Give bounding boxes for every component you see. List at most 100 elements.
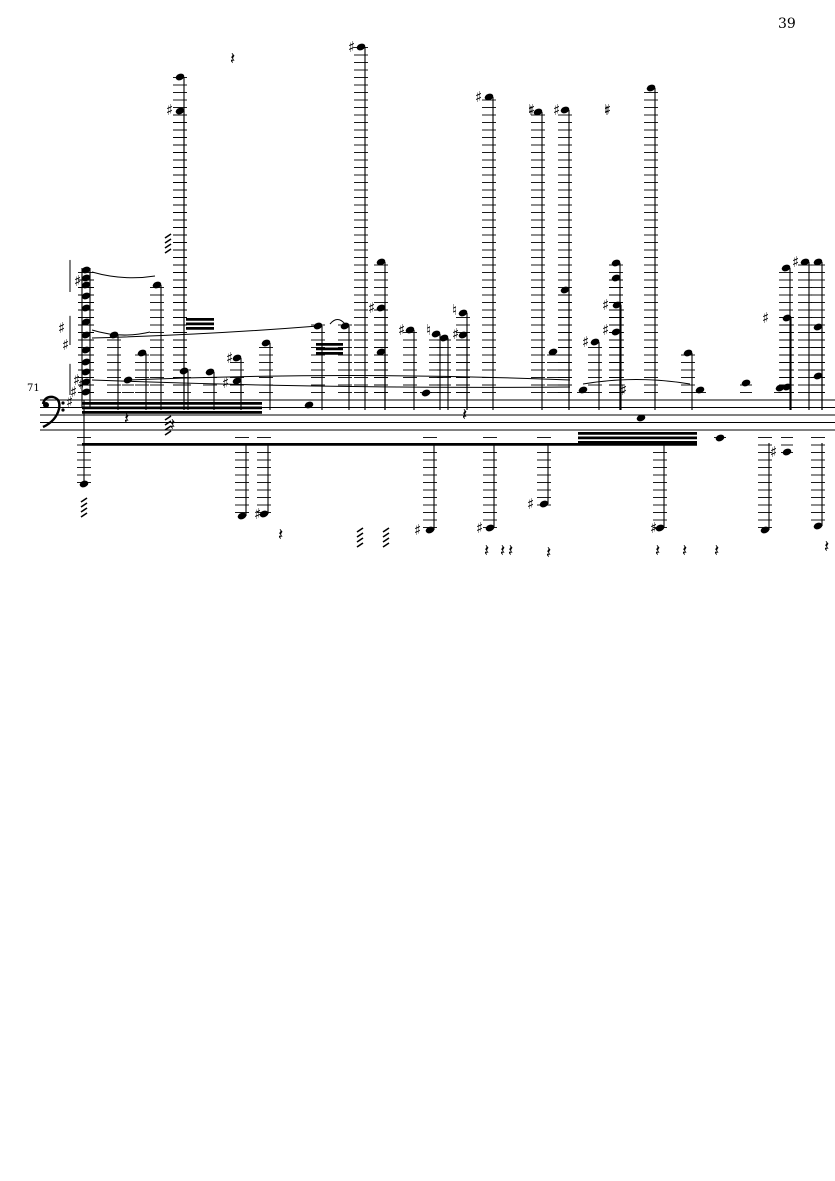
clef-curve bbox=[41, 395, 61, 429]
sharp-sign: ♯ bbox=[475, 88, 482, 106]
tremolo-stroke bbox=[356, 537, 364, 543]
beam bbox=[82, 402, 262, 405]
notehead bbox=[782, 448, 792, 456]
sharp-sign: ♯ bbox=[602, 296, 609, 314]
notehead bbox=[695, 386, 705, 394]
ties-and-slurs bbox=[69, 260, 691, 395]
quarter-rest: 𝄽 bbox=[682, 541, 687, 561]
notehead bbox=[560, 286, 570, 294]
tremolo-stroke bbox=[356, 542, 364, 548]
notehead bbox=[484, 93, 494, 101]
tremolo-stroke bbox=[164, 415, 172, 421]
notehead bbox=[232, 354, 242, 362]
tie bbox=[582, 379, 691, 385]
tremolo-stroke bbox=[164, 248, 172, 254]
notehead bbox=[781, 264, 791, 272]
notehead bbox=[782, 314, 792, 322]
clef-dot bbox=[61, 401, 65, 405]
notehead bbox=[81, 331, 91, 339]
sharp-sign: ♯ bbox=[226, 349, 233, 367]
sharp-sign: ♯ bbox=[73, 371, 80, 389]
notehead bbox=[611, 328, 621, 336]
sharp-sign: ♯ bbox=[604, 101, 611, 119]
tie bbox=[91, 271, 156, 279]
notehead bbox=[81, 388, 91, 396]
notehead bbox=[304, 401, 314, 409]
sharp-sign: ♯ bbox=[553, 101, 560, 119]
tremolo-stroke bbox=[356, 532, 364, 538]
quarter-rest: 𝄽 bbox=[500, 541, 505, 561]
sharp-sign: ♯ bbox=[770, 443, 777, 461]
notehead bbox=[356, 43, 366, 51]
notehead bbox=[458, 331, 468, 339]
notehead bbox=[425, 526, 435, 534]
notehead bbox=[237, 512, 247, 520]
sharp-sign: ♯ bbox=[58, 319, 65, 337]
notehead bbox=[179, 367, 189, 375]
quarter-rest: 𝄽 bbox=[230, 49, 235, 69]
sharp-sign: ♯ bbox=[74, 272, 81, 290]
notehead bbox=[533, 108, 543, 116]
sharp-sign: ♯ bbox=[222, 374, 229, 392]
measure-number: 71 bbox=[27, 383, 40, 394]
accidentals: ♯♯♯♯♯♯♯♯♯♯♯♯♯♯♯♯♯♯♯♯♯♯♯♯♯♯♯♯♯♯♮♮♮♮ bbox=[58, 38, 799, 539]
tremolo-stroke bbox=[164, 420, 172, 426]
notehead bbox=[560, 106, 570, 114]
notehead bbox=[79, 480, 89, 488]
tremolo-stroke bbox=[164, 430, 172, 436]
notehead bbox=[405, 326, 415, 334]
rests: 𝄽𝄽𝄽𝄽𝄽𝄽𝄽𝄽𝄽𝄽𝄽𝄽𝄽 bbox=[124, 49, 829, 563]
notehead bbox=[715, 434, 725, 442]
sharp-sign: ♯ bbox=[78, 375, 85, 393]
notehead bbox=[205, 368, 215, 376]
beams bbox=[82, 318, 697, 446]
quarter-rest: 𝄽 bbox=[484, 541, 489, 561]
stems bbox=[80, 47, 823, 548]
quarter-rest: 𝄽 bbox=[170, 415, 175, 435]
tremolo-stroke bbox=[80, 497, 88, 503]
sharp-sign: ♯ bbox=[348, 38, 355, 56]
page-number: 39 bbox=[778, 16, 796, 32]
sharp-sign: ♯ bbox=[452, 325, 459, 343]
notehead bbox=[376, 348, 386, 356]
tremolo-stroke bbox=[382, 542, 390, 548]
notehead bbox=[775, 384, 785, 392]
sharp-sign: ♯ bbox=[414, 521, 421, 539]
tremolo-stroke bbox=[382, 527, 390, 533]
quarter-rest: 𝄽 bbox=[508, 541, 513, 561]
quarter-rest: 𝄽 bbox=[714, 541, 719, 561]
sharp-sign: ♯ bbox=[762, 309, 769, 327]
quarter-rest: 𝄽 bbox=[655, 541, 660, 561]
sharp-sign: ♯ bbox=[528, 101, 535, 119]
sharp-sign: ♯ bbox=[368, 299, 375, 317]
tremolo-stroke bbox=[80, 502, 88, 508]
tremolo-stroke bbox=[80, 507, 88, 513]
tremolo-stroke bbox=[164, 425, 172, 431]
quarter-rest: 𝄽 bbox=[124, 409, 129, 429]
tie bbox=[329, 319, 346, 325]
notehead bbox=[612, 301, 622, 309]
notehead bbox=[646, 84, 656, 92]
quarter-rest: 𝄽 bbox=[546, 543, 551, 563]
beam bbox=[186, 318, 214, 321]
notehead bbox=[458, 309, 468, 317]
notehead bbox=[655, 524, 665, 532]
notehead bbox=[485, 524, 495, 532]
tie bbox=[127, 375, 571, 381]
quarter-rest: 𝄽 bbox=[462, 405, 467, 425]
beam bbox=[578, 436, 697, 440]
beam bbox=[186, 322, 214, 326]
tremolo-stroke bbox=[164, 233, 172, 239]
notehead bbox=[590, 338, 600, 346]
tremolo-stroke bbox=[356, 527, 364, 533]
sharp-sign: ♯ bbox=[527, 495, 534, 513]
notehead bbox=[376, 258, 386, 266]
notehead bbox=[81, 358, 91, 366]
beam bbox=[316, 343, 343, 346]
quarter-rest: 𝄽 bbox=[278, 525, 283, 545]
tremolo-stroke bbox=[382, 532, 390, 538]
notehead bbox=[81, 281, 91, 289]
notehead bbox=[81, 378, 91, 386]
sharp-sign: ♯ bbox=[650, 519, 657, 537]
